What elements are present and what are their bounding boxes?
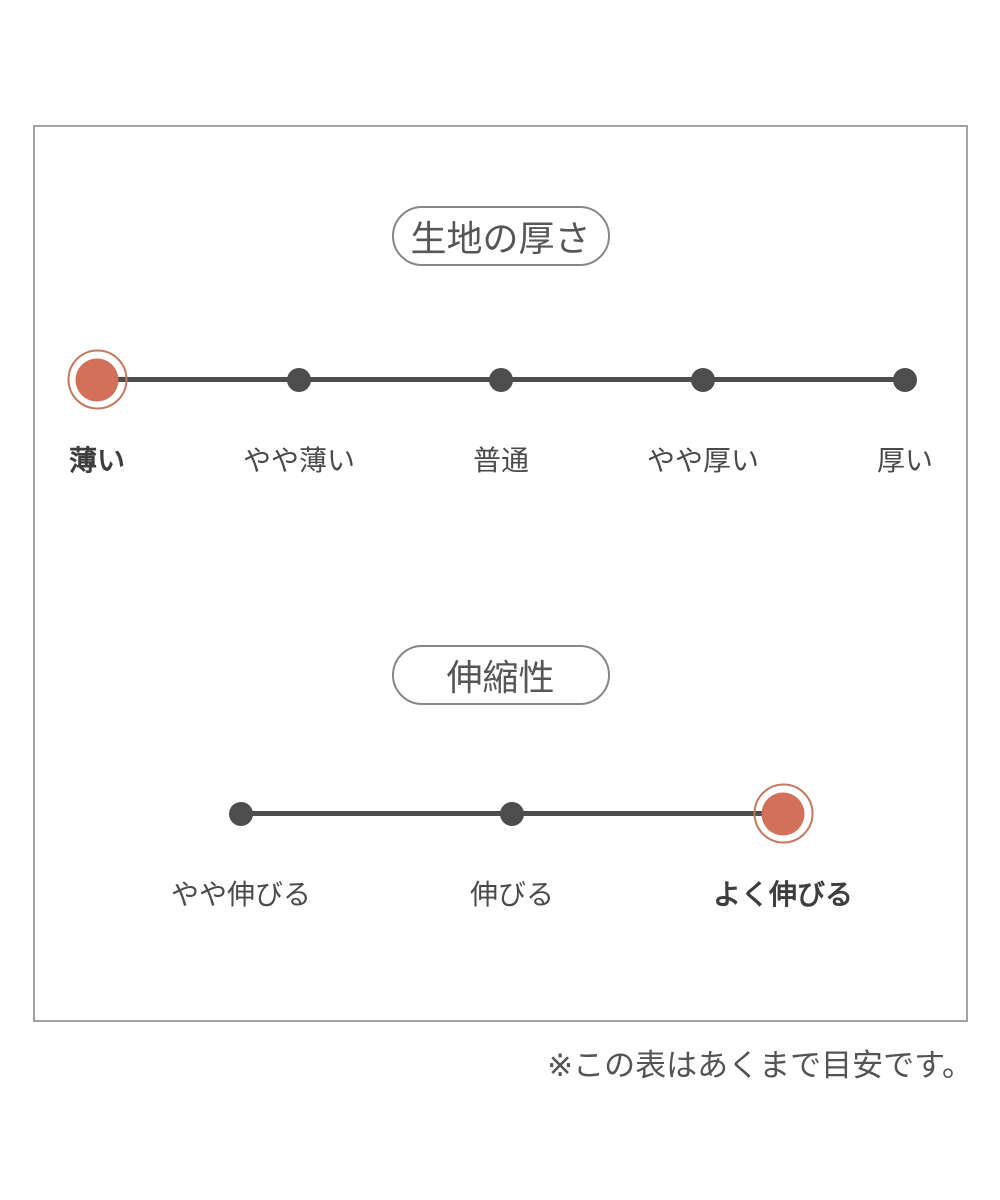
thickness-title-pill: 生地の厚さ: [391, 206, 610, 266]
rating-label: 厚い: [876, 444, 934, 477]
selected-rating-ring: [753, 783, 813, 844]
rating-dot: [229, 801, 253, 826]
selected-rating-dot: [753, 783, 813, 844]
rating-label: 伸びる: [469, 878, 555, 911]
stretch-rating-scale: やや伸びる 伸びる よく伸びる: [171, 783, 853, 911]
rating-label: やや薄い: [242, 444, 356, 477]
rating-dot: [287, 367, 311, 392]
selected-rating-ring: [67, 349, 127, 410]
thickness-rating-scale: 薄い やや薄い 普通 やや厚い 厚い: [67, 349, 933, 477]
selected-rating-dot: [67, 349, 127, 410]
stretch-title-pill: 伸縮性: [391, 645, 610, 705]
rating-dot: [691, 367, 715, 392]
rating-dot: [500, 801, 524, 826]
disclaimer-note: ※この表はあくまで目安です。: [547, 1048, 973, 1084]
stretch-title-label: 伸縮性: [446, 658, 555, 699]
rating-label: よく伸びる: [712, 878, 854, 911]
rating-label: やや伸びる: [170, 878, 312, 911]
rating-label: 普通: [472, 444, 530, 477]
thickness-title-label: 生地の厚さ: [410, 219, 591, 260]
product-spec-chart-box: 生地の厚さ 薄い やや薄い 普通 やや厚い 厚い 伸縮性 やや伸びる 伸びる よく伸びる: [33, 125, 968, 1022]
rating-label: 薄い: [68, 444, 126, 477]
rating-label: やや厚い: [646, 444, 760, 477]
rating-dot: [489, 367, 513, 392]
rating-dot: [893, 367, 917, 392]
